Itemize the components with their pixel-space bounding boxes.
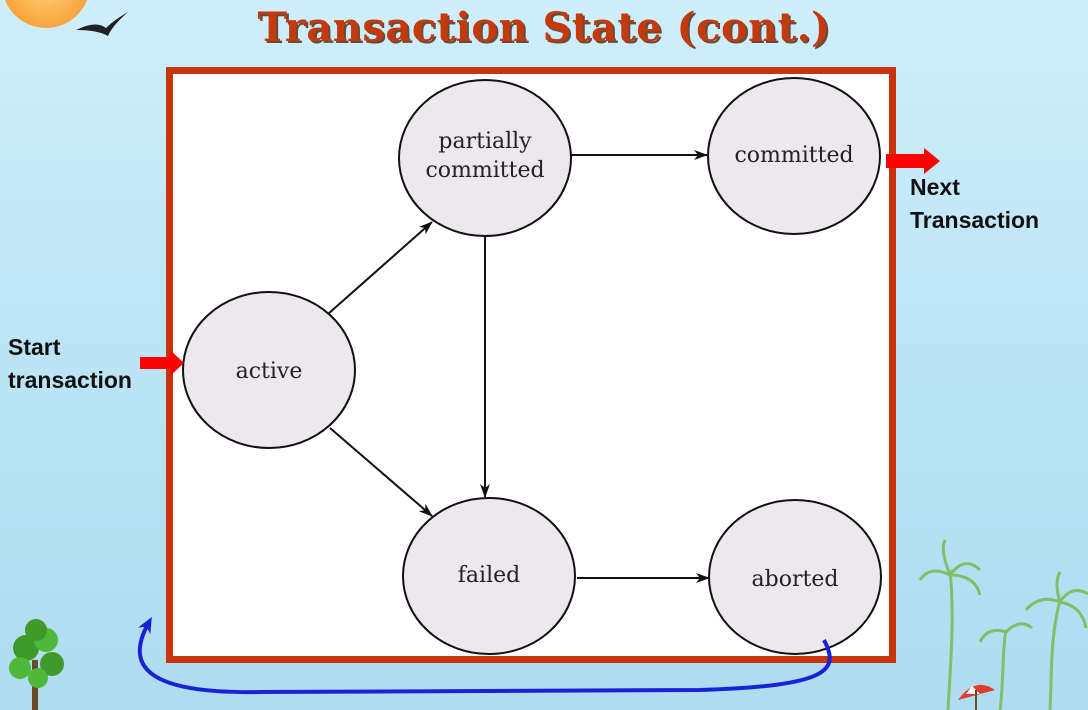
node-failed: failed bbox=[402, 497, 576, 655]
next-transaction-label: Next Transaction bbox=[910, 171, 1039, 237]
palm-trees-icon bbox=[918, 539, 1088, 710]
start-red-arrow-icon bbox=[140, 350, 184, 376]
next-red-arrow-icon bbox=[886, 148, 940, 174]
next-label-line1: Next bbox=[910, 174, 960, 200]
sun-icon bbox=[5, 0, 87, 28]
edge-active-to-partially-committed bbox=[327, 221, 433, 315]
node-failed-label: failed bbox=[458, 563, 520, 588]
restart-loop-arrow bbox=[137, 616, 832, 695]
node-partially-committed-line1: partially bbox=[438, 129, 532, 154]
node-aborted: aborted bbox=[708, 499, 882, 655]
start-transaction-label: Start transaction bbox=[8, 331, 132, 397]
node-active: active bbox=[182, 291, 356, 449]
node-aborted-label: aborted bbox=[752, 567, 839, 592]
next-label-line2: Transaction bbox=[910, 207, 1040, 233]
edge-active-to-failed bbox=[329, 427, 433, 517]
tree-icon bbox=[9, 619, 64, 710]
node-committed: committed bbox=[707, 77, 881, 235]
node-partially-committed: partially committed bbox=[398, 79, 572, 237]
start-label-line2: transaction bbox=[8, 367, 132, 393]
slide-title: Transaction State (cont.) bbox=[257, 4, 831, 51]
node-committed-label: committed bbox=[734, 143, 853, 168]
node-partially-committed-line2: committed bbox=[425, 158, 544, 183]
bird-icon bbox=[76, 12, 128, 36]
beach-umbrella-icon bbox=[958, 684, 995, 710]
start-label-line1: Start bbox=[8, 334, 61, 360]
node-active-label: active bbox=[236, 359, 303, 384]
